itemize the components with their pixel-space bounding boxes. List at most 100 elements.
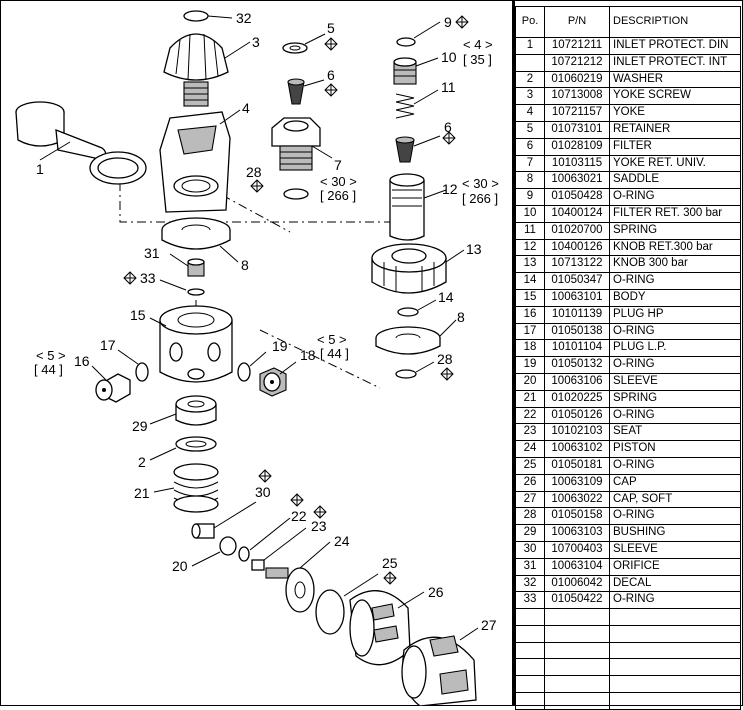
cell-po: 24 xyxy=(515,440,545,458)
cell-description: PISTON xyxy=(609,440,741,458)
callout-9: 9 xyxy=(444,14,452,30)
cell-pn: 10103115 xyxy=(544,154,610,173)
cell-description: SPRING xyxy=(609,389,741,408)
callout-8b: 8 xyxy=(457,309,465,325)
cell-po: 33 xyxy=(515,591,545,610)
part-27-cap-soft xyxy=(401,627,479,706)
cell-pn: 10721157 xyxy=(544,104,610,122)
cell-description: KNOB 300 bar xyxy=(609,255,741,274)
cell-description: O-RING xyxy=(609,406,741,425)
cell-po: 5 xyxy=(515,120,545,139)
cell-description: CAP xyxy=(609,473,741,492)
cell-po: 26 xyxy=(515,473,545,492)
cell-description: BUSHING xyxy=(609,524,741,542)
cell-po: 10 xyxy=(515,204,545,223)
cell-po xyxy=(515,641,545,660)
cell-description xyxy=(609,675,741,694)
callout-12: 12 xyxy=(442,181,458,197)
table-row xyxy=(515,624,741,643)
header-po: Po. xyxy=(515,6,545,38)
cell-po: 20 xyxy=(515,372,545,391)
callout-25: 25 xyxy=(382,555,398,571)
cell-pn: 01050126 xyxy=(544,406,610,425)
callout-2: 2 xyxy=(138,454,146,470)
part-7-yoke-retainer xyxy=(271,117,333,171)
cell-pn: 01060219 xyxy=(544,70,610,89)
cell-po xyxy=(515,692,545,710)
cell-description: SPRING xyxy=(609,221,741,240)
part-18-plug-lp xyxy=(259,361,297,397)
cell-po: 6 xyxy=(515,137,545,156)
cell-pn: 01050181 xyxy=(544,456,610,475)
cell-pn: 01020700 xyxy=(544,221,610,240)
callout-19: 19 xyxy=(272,338,288,354)
callout-14: 14 xyxy=(438,289,454,305)
part-1-inlet-protect xyxy=(15,101,147,185)
torque-44a: [ 44 ] xyxy=(34,362,63,377)
cell-po xyxy=(515,624,545,643)
cell-description xyxy=(609,692,741,710)
callout-16: 16 xyxy=(74,353,90,369)
cell-po: 15 xyxy=(515,288,545,307)
cell-description: SADDLE xyxy=(609,171,741,190)
cell-pn: 10101104 xyxy=(544,339,610,358)
cell-po: 21 xyxy=(515,389,545,408)
cell-description: SLEEVE xyxy=(609,540,741,559)
cell-po xyxy=(515,675,545,694)
callout-21: 21 xyxy=(134,485,150,501)
cell-pn: 10063102 xyxy=(544,440,610,458)
cell-po: 14 xyxy=(515,272,545,290)
cell-description: O-RING xyxy=(609,272,741,290)
cell-pn xyxy=(544,641,610,660)
callout-6a: 6 xyxy=(327,67,335,83)
callout-17: 17 xyxy=(100,337,116,353)
cell-pn: 01050138 xyxy=(544,322,610,341)
cell-description: INLET PROTECT. INT xyxy=(609,53,741,72)
part-8-saddle-right xyxy=(375,319,457,355)
cell-po: 18 xyxy=(515,339,545,358)
callout-23: 23 xyxy=(311,518,327,534)
callout-29: 29 xyxy=(132,418,148,434)
cell-po: 17 xyxy=(515,322,545,341)
cell-pn: 01006042 xyxy=(544,574,610,593)
exploded-view-diagram: 32 3 5 6 4 1 7 < 30 > [ 266 ] 28 8 31 33… xyxy=(15,10,499,706)
cell-pn: 10063104 xyxy=(544,557,610,576)
cell-po xyxy=(515,608,545,626)
cell-po: 30 xyxy=(515,540,545,559)
part-12-knob-retainer xyxy=(389,173,447,241)
cell-po: 32 xyxy=(515,574,545,593)
cell-description: O-RING xyxy=(609,456,741,475)
cell-po: 27 xyxy=(515,490,545,509)
table-row xyxy=(515,608,741,626)
callout-10: 10 xyxy=(441,49,457,65)
cell-po: 8 xyxy=(515,171,545,190)
cell-description xyxy=(609,641,741,660)
cell-pn: 01050158 xyxy=(544,507,610,526)
cell-po: 23 xyxy=(515,423,545,442)
cell-pn: 10400124 xyxy=(544,204,610,223)
cell-pn xyxy=(544,675,610,694)
cell-po: 16 xyxy=(515,305,545,324)
cell-pn: 01020225 xyxy=(544,389,610,408)
cell-po: 22 xyxy=(515,406,545,425)
part-29-bushing xyxy=(149,395,217,426)
cell-pn: 01050132 xyxy=(544,356,610,374)
part-26-cap xyxy=(349,590,425,666)
cell-pn: 10713122 xyxy=(544,255,610,274)
cell-po: 13 xyxy=(515,255,545,274)
part-32-decal xyxy=(183,10,233,22)
header-pn: P/N xyxy=(544,6,610,38)
part-10-filter-retainer xyxy=(393,57,439,85)
cell-description: CAP, SOFT xyxy=(609,490,741,509)
cell-description: O-RING xyxy=(609,188,741,206)
